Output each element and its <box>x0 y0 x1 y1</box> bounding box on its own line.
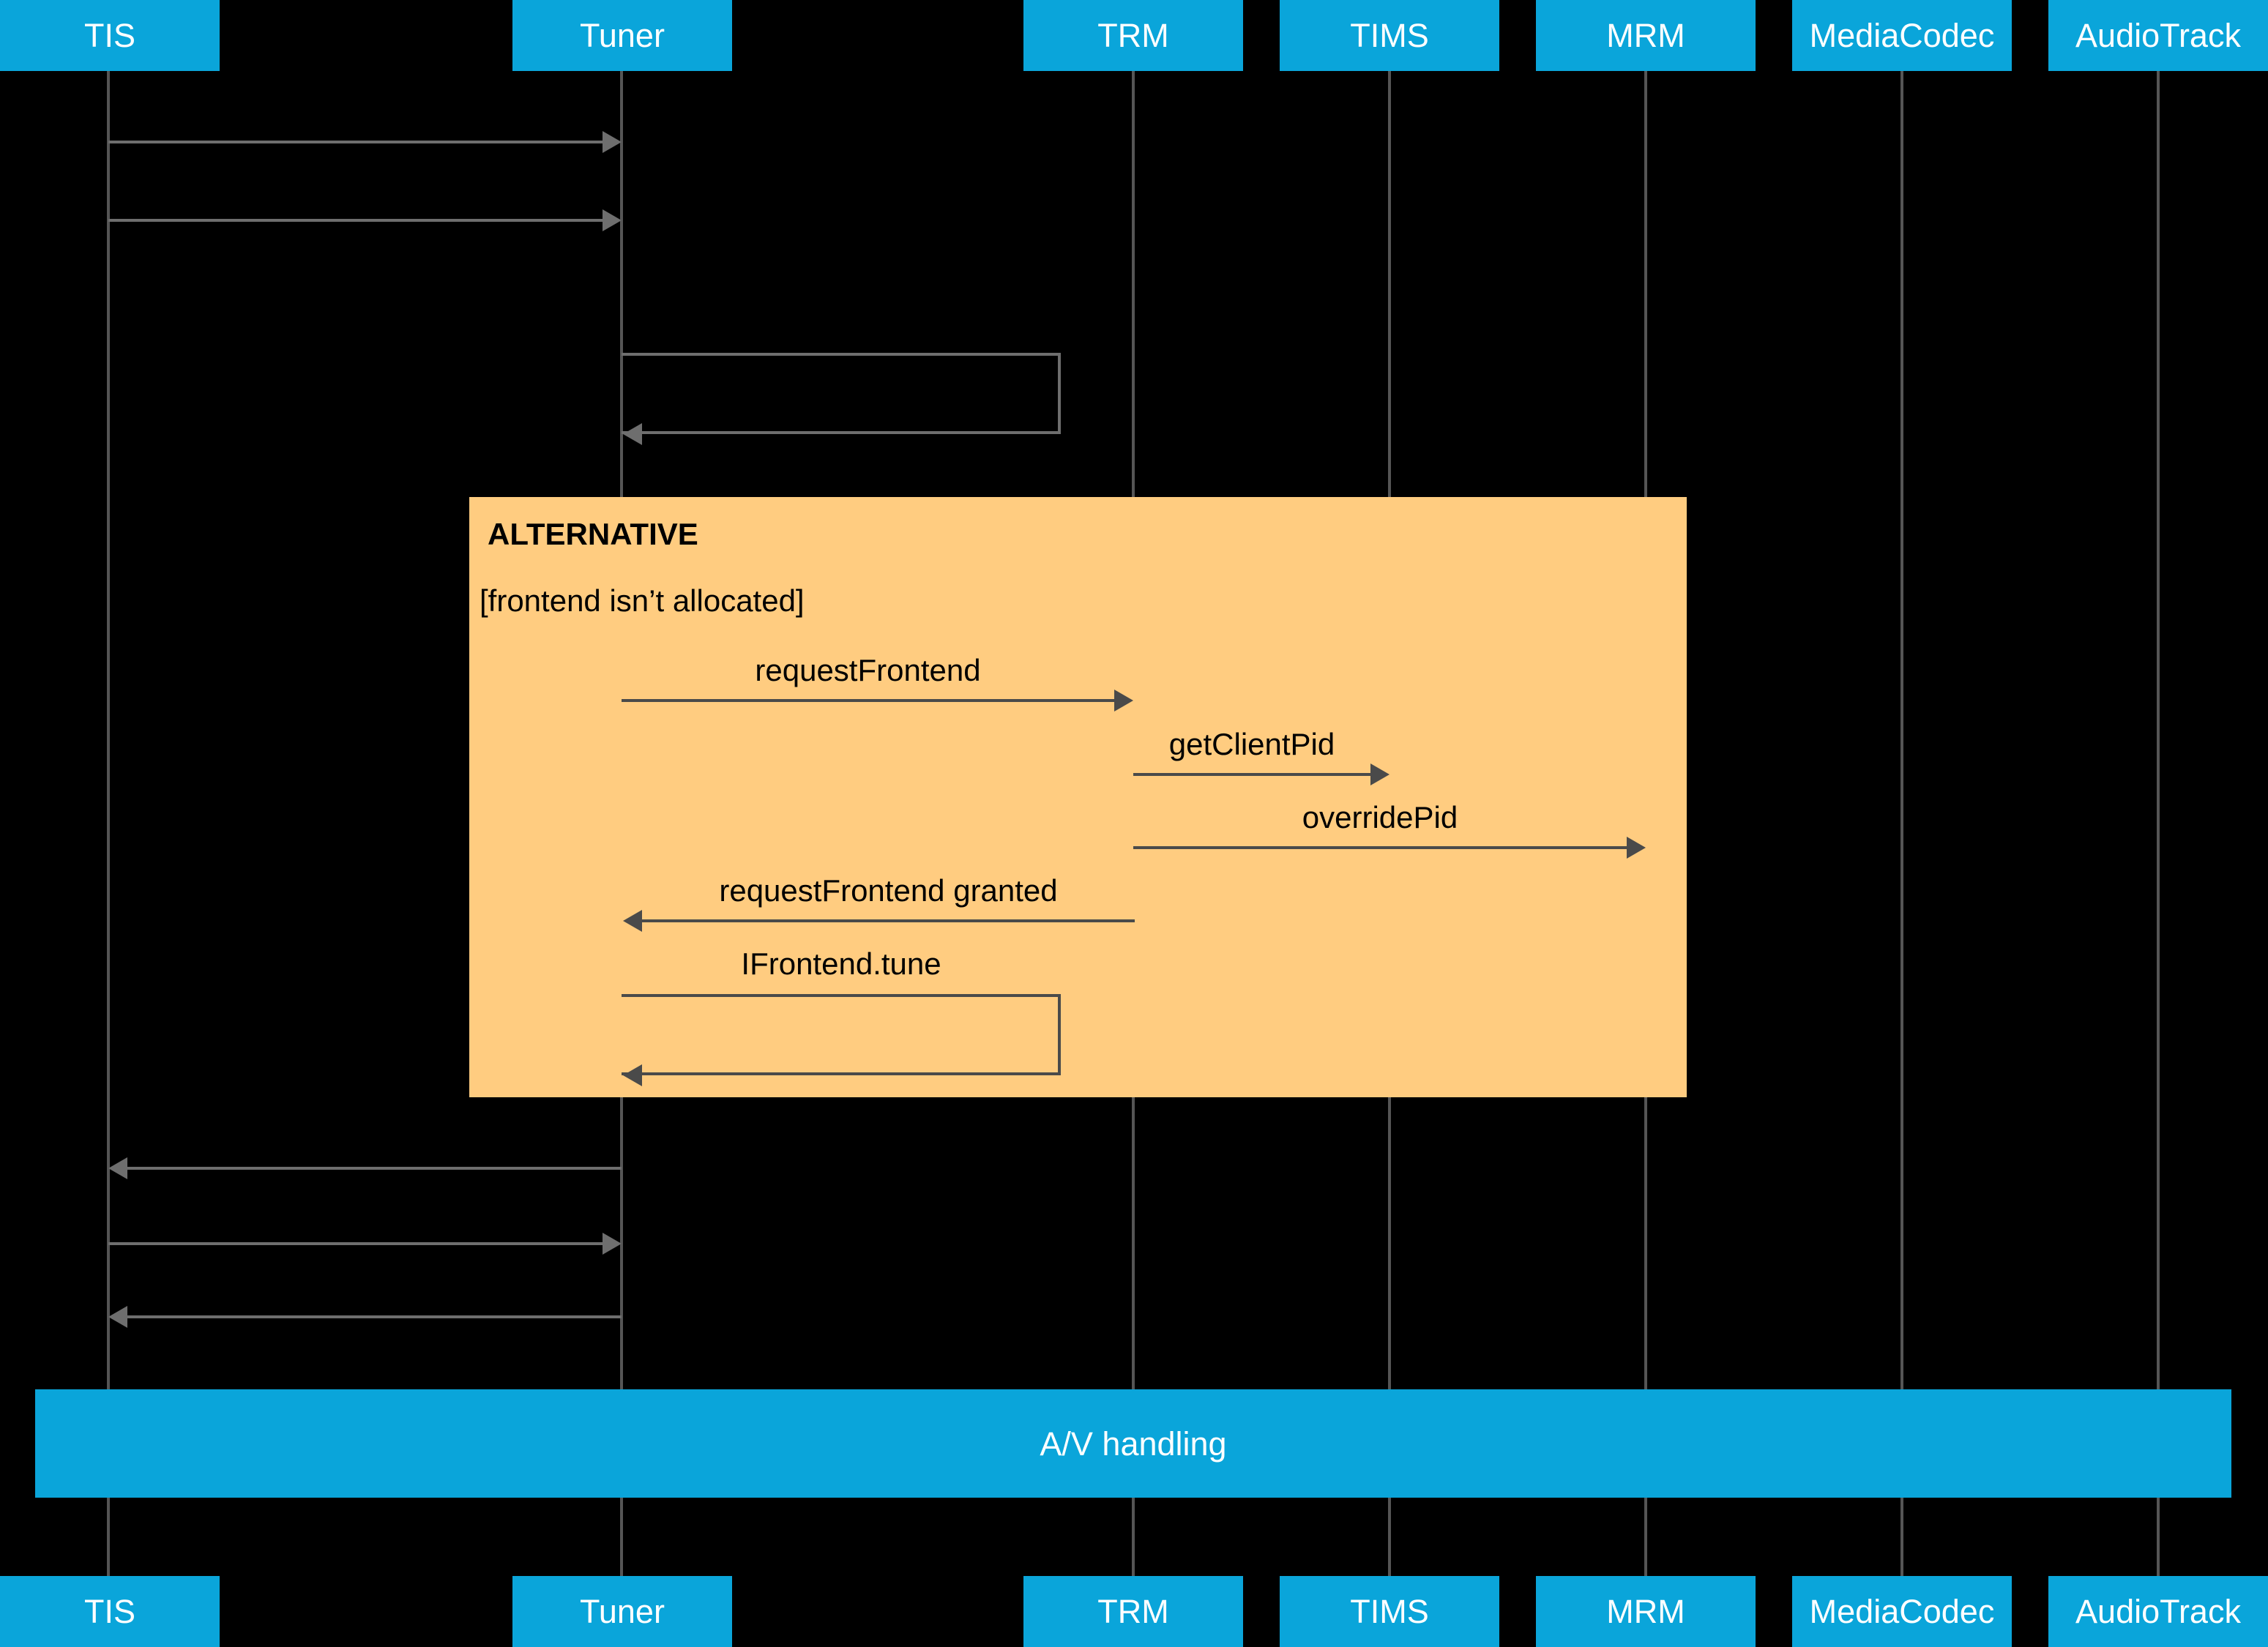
participant-label: TIS <box>83 1593 135 1630</box>
participant-label: MRM <box>1606 17 1685 54</box>
participant-label: MediaCodec <box>1809 1593 1995 1630</box>
message-line-m11 <box>127 1315 622 1318</box>
av-handling-bar[interactable]: A/V handling <box>35 1389 2231 1498</box>
lifeline-audiotrack <box>2157 71 2160 1579</box>
message-line-m9 <box>127 1167 622 1170</box>
message-label-m5: getClientPid <box>1168 727 1335 761</box>
message-arrowhead-m4 <box>1114 690 1133 712</box>
participant-header-mrm[interactable]: MRM <box>1536 0 1756 71</box>
message-arrowhead-m7 <box>623 910 642 932</box>
participant-footer-mediacodec[interactable]: MediaCodec <box>1792 1576 2012 1647</box>
message-arrowhead-m8 <box>623 1064 642 1086</box>
message-arrowhead-m3 <box>623 423 642 445</box>
message-arrowhead-m6 <box>1627 837 1646 859</box>
message-arrowhead-m9 <box>108 1157 127 1179</box>
participant-footer-mrm[interactable]: MRM <box>1536 1576 1756 1647</box>
participant-label: TIS <box>83 17 135 54</box>
participant-header-tims[interactable]: TIMS <box>1280 0 1499 71</box>
participant-label: AudioTrack <box>2075 17 2241 54</box>
message-line-m7 <box>642 919 1135 922</box>
participant-label: MediaCodec <box>1809 17 1995 54</box>
participant-header-mediacodec[interactable]: MediaCodec <box>1792 0 2012 71</box>
message-line-m5 <box>1133 773 1370 776</box>
participant-label: MRM <box>1606 1593 1685 1630</box>
message-line-m10 <box>108 1242 603 1245</box>
participant-label: TRM <box>1097 1593 1169 1630</box>
alt-fragment-title: ALTERNATIVE <box>488 517 698 551</box>
participant-header-tis[interactable]: TIS <box>0 0 220 71</box>
message-label-m8: IFrontend.tune <box>741 946 941 981</box>
participant-label: TRM <box>1097 17 1169 54</box>
participant-footer-tis[interactable]: TIS <box>0 1576 220 1647</box>
lifeline-tis <box>107 71 110 1579</box>
message-label-m6: overridePid <box>1302 800 1458 834</box>
message-arrowhead-m11 <box>108 1306 127 1328</box>
participant-label: AudioTrack <box>2075 1593 2241 1630</box>
alt-fragment <box>469 497 1687 1097</box>
participant-header-trm[interactable]: TRM <box>1023 0 1243 71</box>
lifeline-mediacodec <box>1900 71 1903 1579</box>
participant-footer-audiotrack[interactable]: AudioTrack <box>2048 1576 2268 1647</box>
message-selfloop-m3 <box>622 353 1061 434</box>
participant-label: Tuner <box>580 17 665 54</box>
message-arrowhead-m1 <box>603 131 622 153</box>
message-line-m2 <box>108 219 603 222</box>
participant-label: TIMS <box>1350 17 1429 54</box>
alt-fragment-guard: [frontend isn’t allocated] <box>480 583 805 618</box>
participant-header-tuner[interactable]: Tuner <box>512 0 732 71</box>
participant-header-audiotrack[interactable]: AudioTrack <box>2048 0 2268 71</box>
participant-label: Tuner <box>580 1593 665 1630</box>
message-label-m4: requestFrontend <box>755 653 981 687</box>
message-selfloop-m8 <box>622 994 1061 1075</box>
participant-footer-trm[interactable]: TRM <box>1023 1576 1243 1647</box>
message-arrowhead-m10 <box>603 1233 622 1255</box>
message-line-m1 <box>108 141 603 143</box>
message-label-m7: requestFrontend granted <box>719 873 1058 908</box>
message-arrowhead-m5 <box>1370 763 1389 785</box>
participant-footer-tuner[interactable]: Tuner <box>512 1576 732 1647</box>
message-line-m6 <box>1133 846 1627 849</box>
participant-label: TIMS <box>1350 1593 1429 1630</box>
message-line-m4 <box>622 699 1114 702</box>
participant-footer-tims[interactable]: TIMS <box>1280 1576 1499 1647</box>
message-arrowhead-m2 <box>603 209 622 231</box>
av-handling-label: A/V handling <box>1040 1424 1227 1463</box>
